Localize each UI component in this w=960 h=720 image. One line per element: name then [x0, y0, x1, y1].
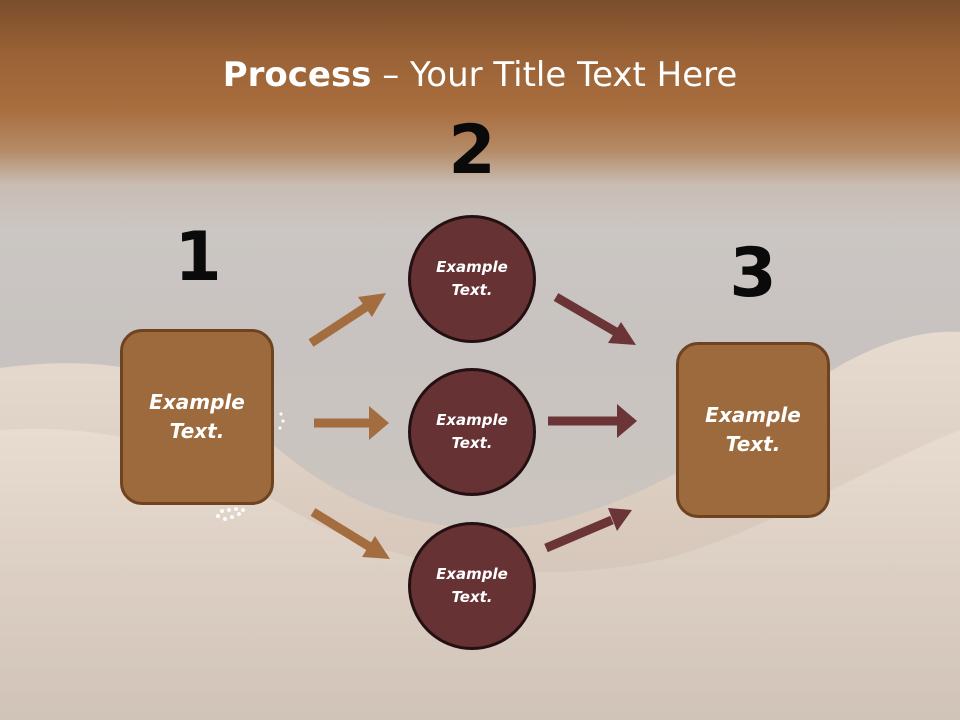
step2-circle-middle: Example Text.	[408, 368, 536, 496]
circle-middle-text-line2: Text.	[451, 434, 493, 452]
arrow-to-bottom-circle	[310, 508, 390, 559]
arrow-middle-to-step3	[548, 404, 637, 438]
arrow-to-top-circle	[308, 293, 386, 347]
step-number-2: 2	[448, 111, 496, 190]
step1-box: Example Text.	[120, 329, 274, 505]
step3-box: Example Text.	[676, 342, 830, 518]
title-bold: Process	[222, 55, 372, 95]
arrow-bottom-to-step3	[544, 508, 632, 553]
circle-bottom-text-line1: Example	[436, 565, 508, 583]
title-rest: – Your Title Text Here	[371, 55, 738, 95]
step3-text-line2: Text.	[725, 432, 781, 456]
step1-text-line2: Text.	[169, 419, 225, 443]
step-number-3: 3	[729, 234, 777, 313]
arrow-top-to-step3	[553, 293, 636, 345]
step-number-1: 1	[174, 218, 222, 297]
step2-circle-top: Example Text.	[408, 215, 536, 343]
slide-title: Process – Your Title Text Here	[0, 50, 960, 100]
step3-text-line1: Example	[705, 403, 801, 427]
arrow-to-middle-circle	[314, 406, 389, 440]
step1-text-line1: Example	[149, 390, 245, 414]
circle-middle-text-line1: Example	[436, 411, 508, 429]
circle-bottom-text-line2: Text.	[451, 588, 493, 606]
step2-circle-bottom: Example Text.	[408, 522, 536, 650]
circle-top-text-line1: Example	[436, 258, 508, 276]
circle-top-text-line2: Text.	[451, 281, 493, 299]
